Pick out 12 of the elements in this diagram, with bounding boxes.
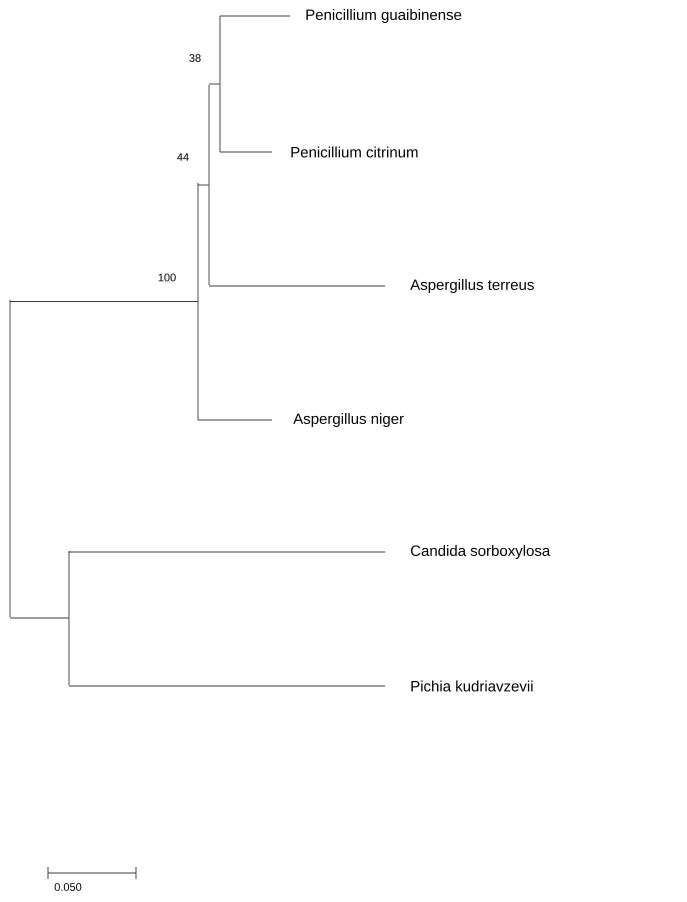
bootstrap-value: 38 bbox=[189, 54, 201, 62]
scale-label: 0.050 bbox=[54, 883, 82, 891]
taxon-label: Penicillium guaibinense bbox=[306, 9, 462, 23]
taxon-label: Candida sorboxylosa bbox=[410, 545, 550, 559]
taxon-label: Aspergillus niger bbox=[293, 413, 404, 427]
taxon-label: Penicillium citrinum bbox=[291, 146, 418, 158]
bootstrap-value: 100 bbox=[158, 274, 176, 282]
bootstrap-value: 44 bbox=[177, 153, 189, 161]
tree-branch bbox=[10, 301, 198, 302]
taxon-label: Aspergillus terreus bbox=[410, 279, 534, 293]
taxon-label: Pichia kudriavzevii bbox=[411, 680, 533, 692]
tree-branch bbox=[198, 184, 209, 186]
